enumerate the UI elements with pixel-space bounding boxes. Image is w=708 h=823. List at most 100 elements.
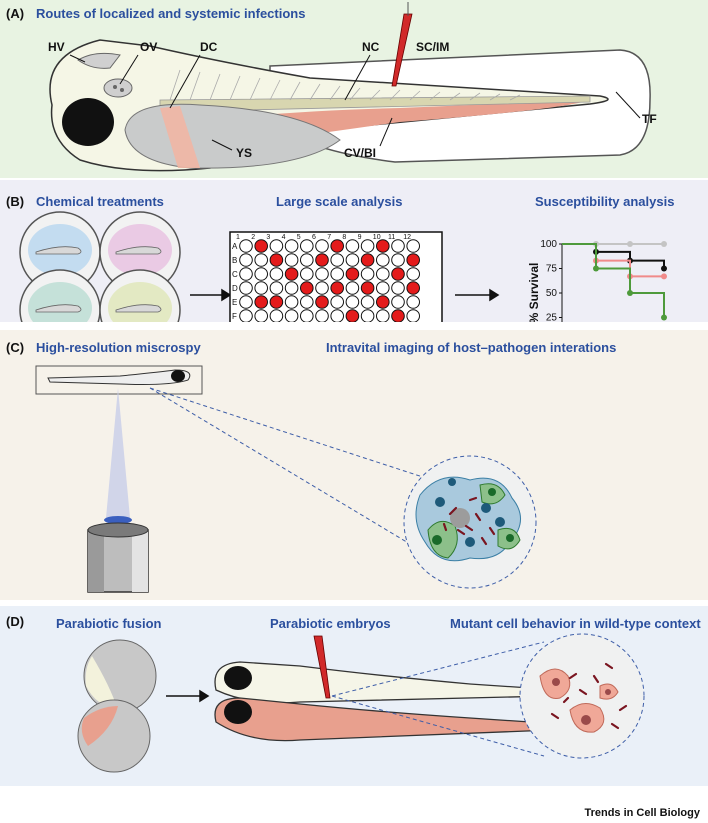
plate-well — [391, 281, 405, 295]
plate-well — [300, 295, 314, 309]
bacteria-d — [550, 662, 628, 730]
plate-well — [376, 267, 390, 281]
plate-column-label: 11 — [388, 234, 395, 241]
plate-column-label: 2 — [251, 234, 255, 241]
plate-well — [345, 239, 360, 253]
label-tf: TF — [642, 112, 657, 126]
panel-b-letter: (B) — [6, 194, 25, 209]
survival-point — [627, 290, 633, 296]
plate-well — [269, 309, 284, 322]
panel-c: (C) High-resolution miscrospy Intravital… — [0, 330, 708, 600]
panel-b: (B) Chemical treatments Large scale anal… — [0, 180, 708, 322]
panel-d: (D) Parabiotic fusion Parabiotic embryos… — [0, 606, 708, 786]
plate-well — [254, 267, 269, 281]
zebrafish-larva-diagram — [49, 2, 651, 172]
plate-column-label: 1 — [236, 234, 240, 241]
panel-d-graphics — [77, 633, 645, 773]
plate-row-label: A — [232, 242, 238, 251]
plate-column-label: 7 — [327, 234, 331, 241]
plate-well — [254, 309, 268, 322]
plate-well — [330, 239, 345, 253]
plate-well — [345, 281, 360, 295]
plate-well — [360, 309, 375, 322]
plate-well — [345, 267, 360, 281]
survival-point — [593, 265, 599, 272]
plate-well — [330, 267, 345, 281]
petri-dish — [19, 211, 101, 293]
plate-well — [406, 253, 421, 267]
plate-well — [376, 253, 390, 267]
otic-vesicle — [103, 78, 133, 98]
plate-well — [406, 309, 420, 322]
plate-well — [284, 267, 299, 281]
plate-well — [391, 239, 405, 253]
survival-point — [661, 265, 667, 272]
label-sc-im: SC/IM — [416, 40, 450, 54]
panel-b-title-chemical: Chemical treatments — [36, 194, 164, 209]
panel-b-title-large-scale: Large scale analysis — [276, 194, 403, 209]
plate-well — [330, 281, 345, 295]
petri-dish — [19, 269, 101, 322]
plate-well — [284, 253, 299, 267]
plate-well — [376, 309, 390, 322]
label-cv-bi: CV/BI — [344, 146, 377, 160]
plate-well — [284, 239, 299, 253]
plate-well — [345, 309, 360, 322]
panel-d-title-fusion: Parabiotic fusion — [56, 616, 162, 631]
plate-well — [269, 239, 284, 253]
plate-well — [391, 267, 405, 281]
plate-row-label: D — [232, 284, 238, 293]
plate-well — [300, 309, 314, 322]
plate-row-label: B — [232, 256, 237, 265]
label-hv: HV — [48, 40, 65, 54]
plate-well — [360, 253, 375, 267]
plate-wells: 123456789101112ABCDEFGH — [232, 234, 421, 322]
plate-well — [360, 267, 375, 281]
bacteria — [442, 496, 496, 546]
plate-column-label: 6 — [312, 234, 316, 241]
y-tick-label: 75 — [546, 264, 558, 275]
host-cells — [415, 476, 521, 562]
light-cone — [106, 388, 130, 518]
label-nc: NC — [362, 40, 380, 54]
plate-well — [315, 253, 329, 267]
plate-well — [284, 281, 299, 295]
label-ys: YS — [236, 146, 253, 160]
plate-well — [300, 267, 314, 281]
panel-c-title-intravital: Intravital imaging of host–pathogen inte… — [326, 340, 617, 355]
plate-well — [239, 253, 253, 267]
plate-well — [239, 239, 253, 253]
plate-well — [315, 281, 329, 295]
small-larva — [47, 369, 191, 385]
plate-column-label: 3 — [266, 234, 270, 241]
mutant-cells — [539, 668, 619, 733]
survival-point — [627, 241, 633, 247]
plate-well — [239, 267, 253, 281]
plate-row-label: E — [232, 298, 237, 307]
plate-well — [315, 239, 329, 253]
panel-c-graphics — [35, 365, 537, 593]
survival-series-line — [562, 243, 665, 318]
plate-well — [360, 239, 375, 253]
survival-point — [661, 273, 667, 280]
arrow-3 — [166, 689, 210, 703]
plate-well — [254, 295, 269, 309]
panel-b-graphics: 123456789101112ABCDEFGH 0255075100024487… — [19, 211, 667, 322]
arrow-1 — [190, 288, 232, 302]
plate-row-label: F — [232, 312, 237, 321]
plate-well — [376, 295, 390, 309]
plate-well — [315, 309, 329, 322]
survival-point — [661, 241, 667, 247]
plate-column-label: 8 — [342, 234, 346, 241]
plate-well — [391, 295, 405, 309]
plate-well — [376, 239, 390, 253]
slide-frame — [35, 365, 203, 395]
survival-series-line — [562, 243, 665, 269]
panel-c-title-microscopy: High-resolution miscrospy — [36, 340, 201, 355]
plate-well — [284, 295, 299, 309]
hindbrain-ventricle — [77, 52, 121, 69]
footer-credit: Trends in Cell Biology — [584, 807, 700, 819]
plate-well — [315, 267, 329, 281]
plate-well — [239, 281, 253, 295]
plate-column-label: 9 — [358, 234, 362, 241]
